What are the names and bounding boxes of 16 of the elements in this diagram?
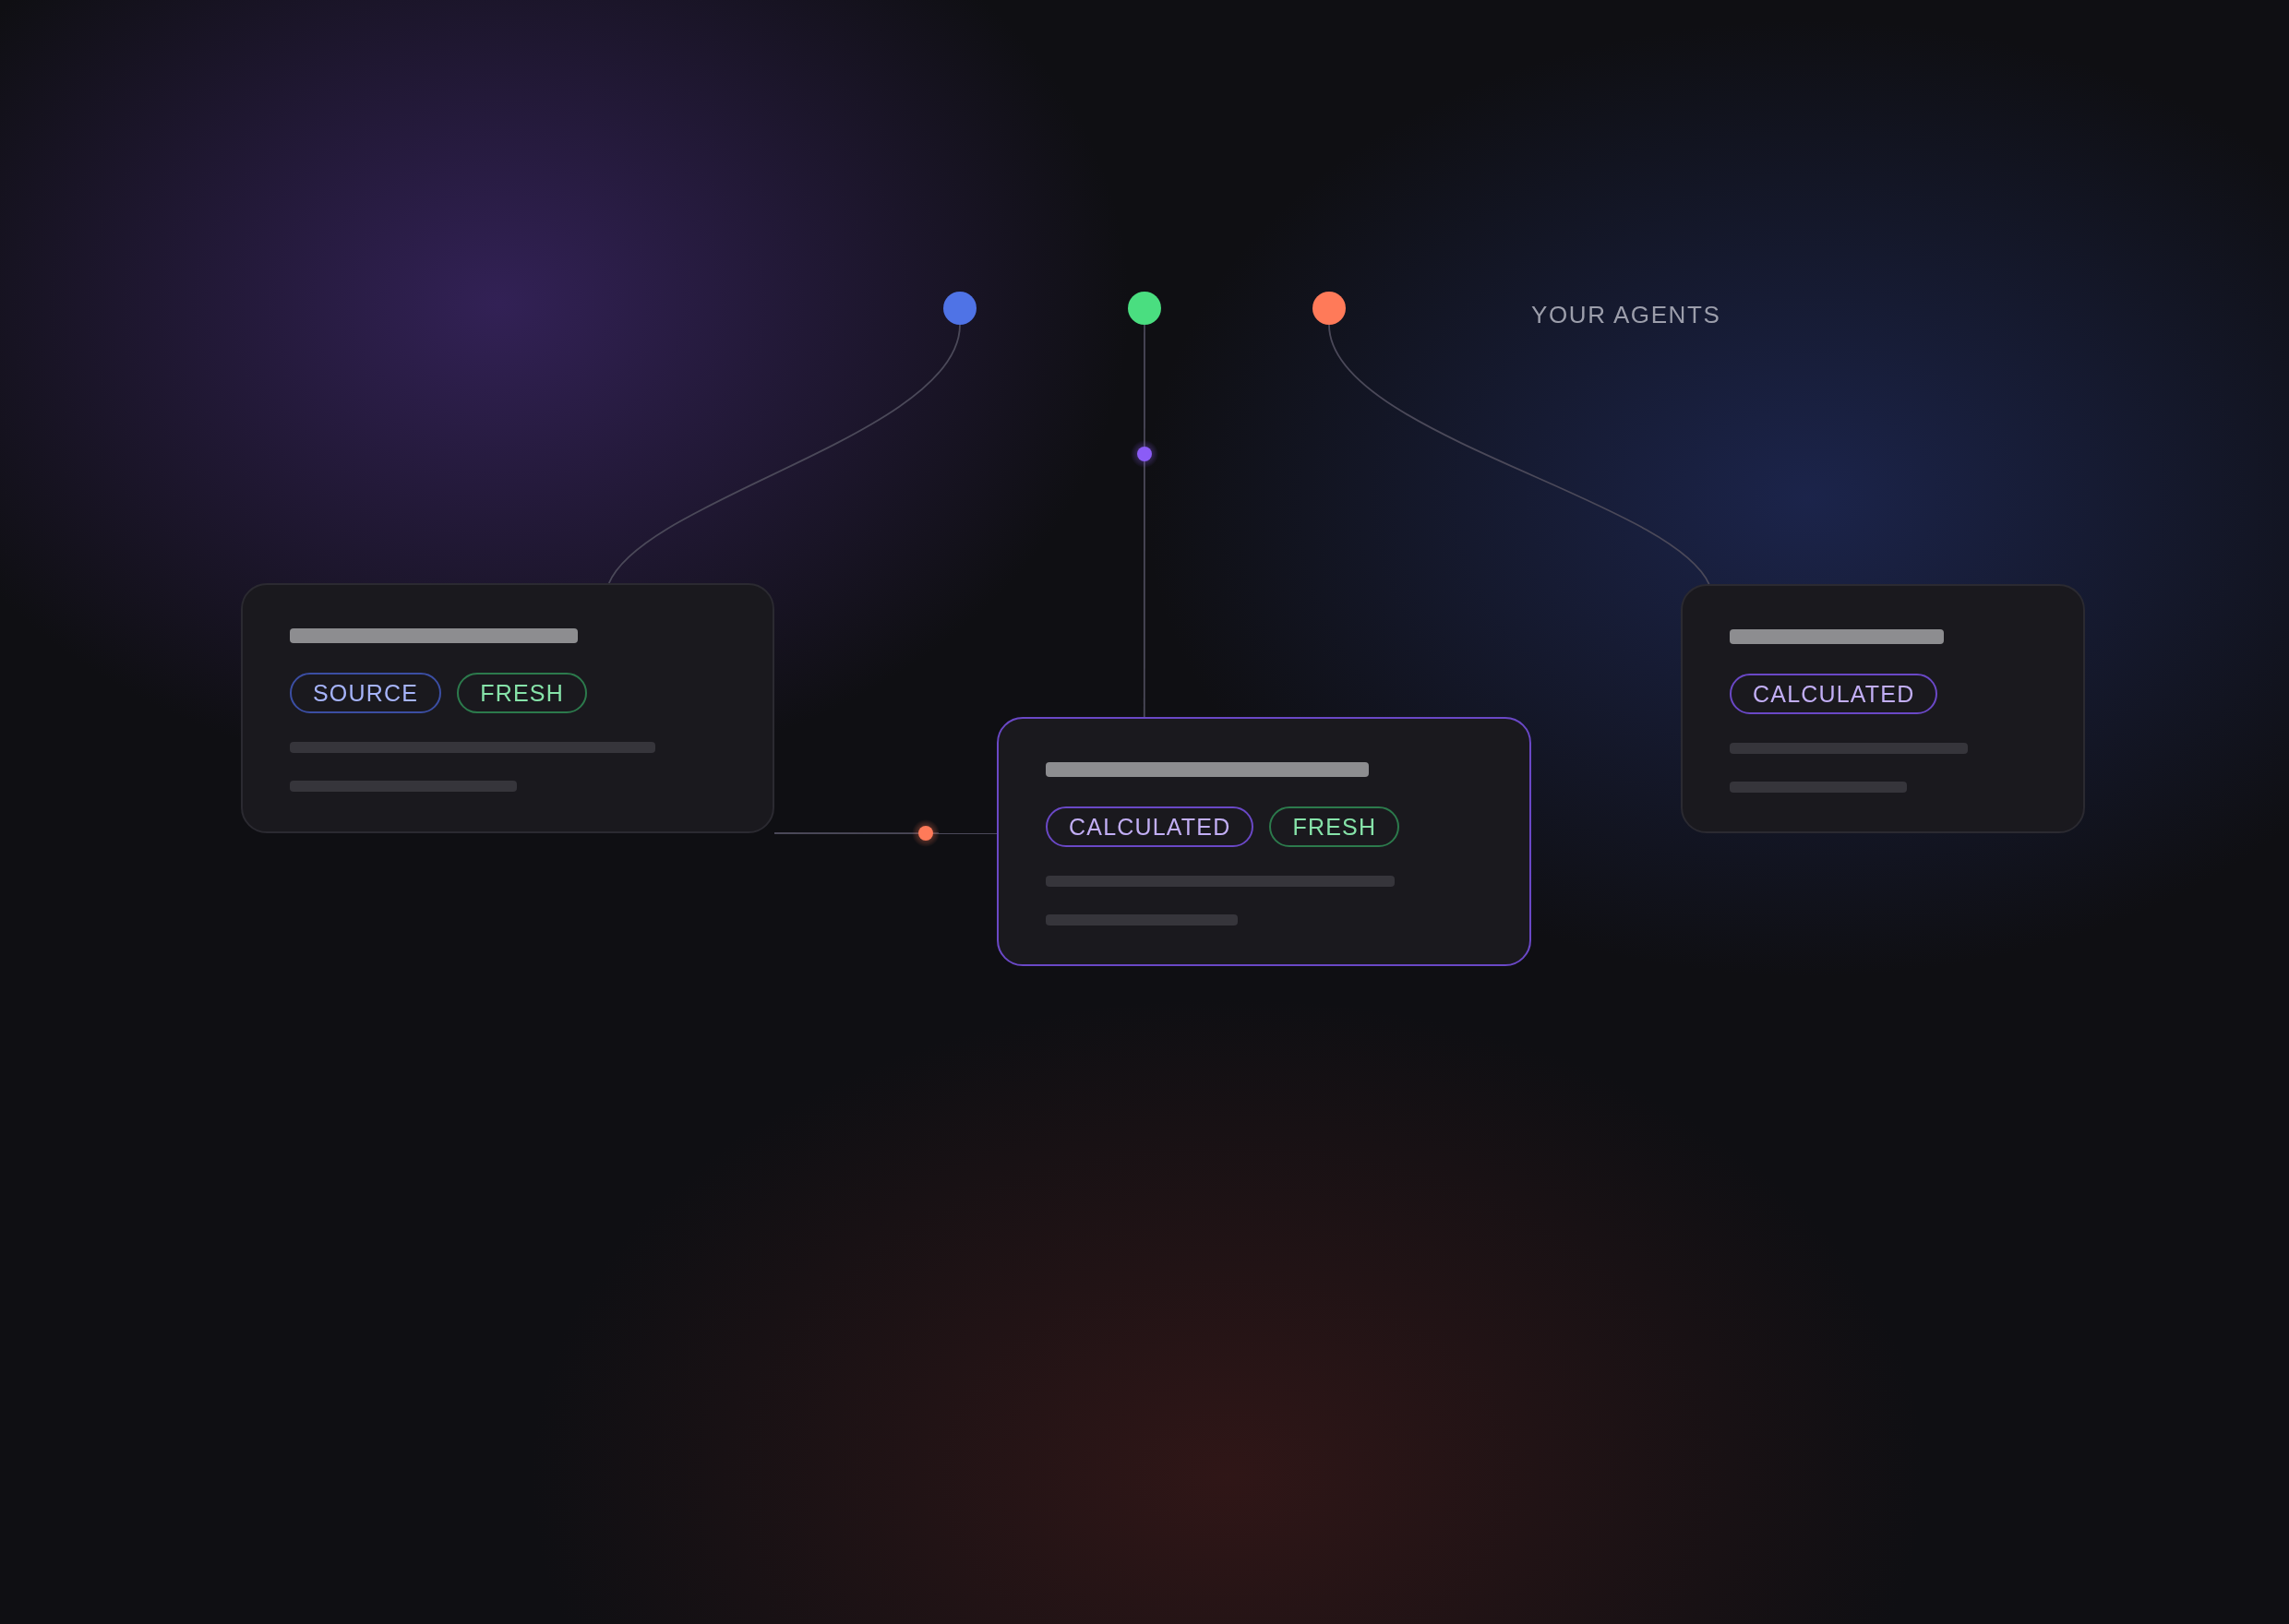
connector-line xyxy=(1143,324,1145,718)
card xyxy=(241,583,774,833)
card xyxy=(1681,584,2085,833)
dot-icon xyxy=(1128,292,1161,325)
status-tag: SOURCE xyxy=(290,673,442,713)
connector-line xyxy=(773,832,998,834)
connector-line xyxy=(1328,324,1710,585)
status-tag: CALCULATED xyxy=(1046,806,1254,847)
status-tag: FRESH xyxy=(1269,806,1400,847)
connector-line xyxy=(607,324,961,584)
dot-icon xyxy=(1312,292,1346,325)
status-tag: CALCULATED xyxy=(1730,674,1938,714)
dot-icon xyxy=(943,292,977,325)
status-tag: FRESH xyxy=(457,673,587,713)
card xyxy=(997,717,1531,966)
section-label: YOUR AGENTS xyxy=(1531,301,1721,329)
